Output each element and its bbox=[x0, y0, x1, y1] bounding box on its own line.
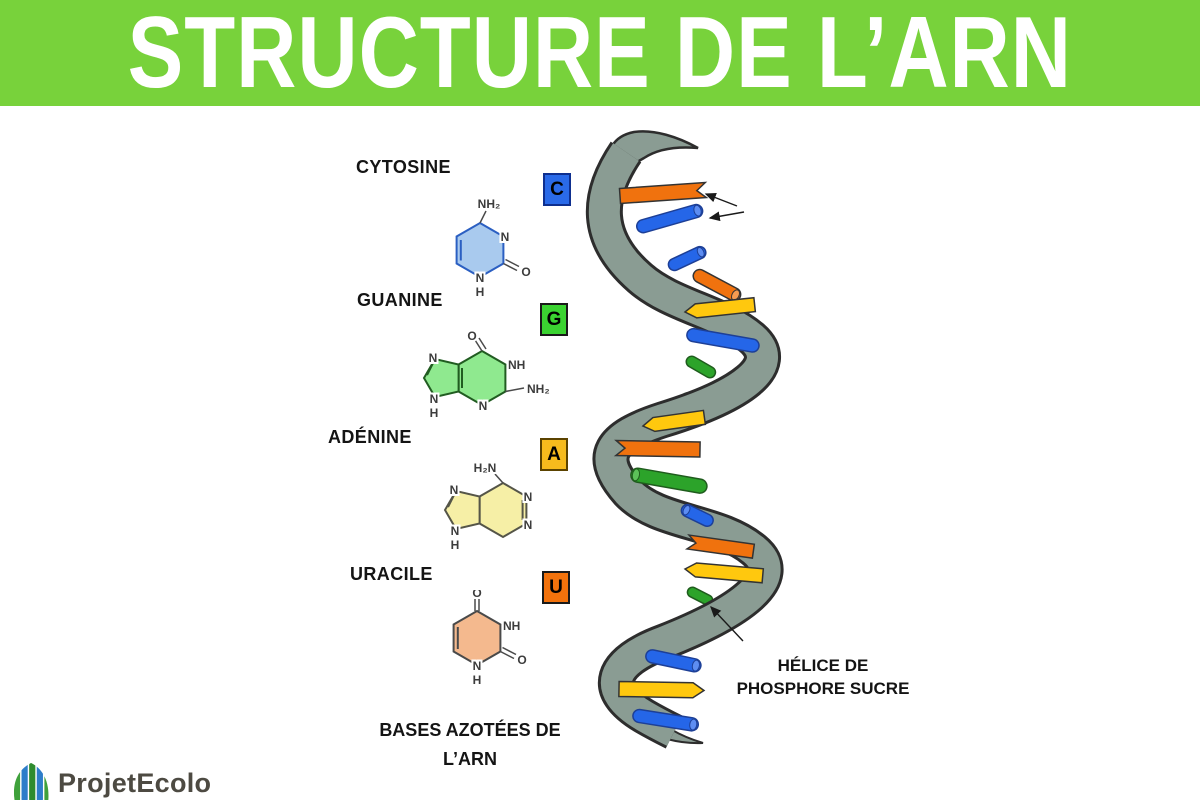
atom-label: N bbox=[479, 399, 488, 413]
helix-bar-yellow bbox=[618, 680, 706, 699]
atom-label: N bbox=[524, 490, 533, 504]
helix-bar-blue bbox=[645, 649, 702, 673]
atom-label: H bbox=[430, 406, 439, 420]
atom-label: O bbox=[517, 653, 526, 667]
atom-label: N bbox=[450, 483, 459, 497]
atom-label: O bbox=[521, 265, 530, 279]
helix-label-line1: HÉLICE DE bbox=[777, 656, 869, 675]
atom-label: NH₂ bbox=[478, 197, 501, 211]
base-badge-g: G bbox=[540, 303, 568, 336]
helix-bar-blue bbox=[635, 203, 704, 234]
atom-label: N bbox=[429, 351, 438, 365]
helix-bar-blue bbox=[667, 245, 707, 272]
helix-bar-blue bbox=[686, 327, 760, 353]
base-label-adenine: ADÉNINE bbox=[328, 427, 412, 447]
nitrogen-bases-caption: BASES AZOTÉES DE L’ARN bbox=[359, 716, 581, 774]
base-badge-a: A bbox=[540, 438, 568, 471]
page-title: STRUCTURE DE L’ARN bbox=[127, 0, 1073, 110]
atom-label: N bbox=[451, 524, 460, 538]
atom-label: O bbox=[472, 590, 481, 600]
adenine-structure-diagram: H₂N N N N N H bbox=[443, 459, 534, 554]
atom-label: H₂N bbox=[474, 461, 497, 475]
helix-bar-orange bbox=[613, 439, 701, 458]
helix-bar-green bbox=[630, 467, 708, 494]
base-badge-c: C bbox=[543, 173, 571, 206]
atom-label: NH bbox=[508, 358, 525, 372]
phosphate-sugar-helix-label: HÉLICE DE PHOSPHORE SUCRE bbox=[723, 654, 923, 700]
logo-text: ProjetEcolo bbox=[58, 768, 212, 798]
atom-label: O bbox=[467, 330, 476, 343]
atom-label: N bbox=[524, 518, 533, 532]
arrow-to-base-bar bbox=[704, 192, 738, 207]
atom-label: N bbox=[476, 271, 485, 285]
guanine-structure-diagram: O NH NH₂ N N N H bbox=[422, 330, 552, 422]
uracil-structure-diagram: O NH O N H bbox=[452, 590, 529, 689]
helix-bar-orange bbox=[684, 534, 756, 559]
atom-label: N bbox=[430, 392, 439, 406]
base-label-uracile: URACILE bbox=[350, 564, 433, 584]
rna-helix-illustration bbox=[585, 130, 784, 749]
atom-label: NH₂ bbox=[527, 382, 550, 396]
leaf-icon bbox=[13, 762, 49, 800]
helix-bar-green-small bbox=[685, 355, 717, 379]
atom-label: H bbox=[476, 285, 485, 299]
caption-line2: L’ARN bbox=[443, 749, 497, 769]
helix-bar-yellow bbox=[683, 562, 765, 584]
helix-bar-blue bbox=[632, 708, 700, 732]
atom-label: NH bbox=[503, 619, 520, 633]
helix-bar-yellow bbox=[641, 409, 707, 433]
header-banner: STRUCTURE DE L’ARN bbox=[0, 0, 1200, 109]
helix-label-line2: PHOSPHORE SUCRE bbox=[736, 679, 910, 698]
helix-bar-orange bbox=[618, 181, 709, 205]
helix-bar-yellow bbox=[683, 296, 757, 319]
atom-label: N bbox=[473, 659, 482, 673]
atom-label: H bbox=[451, 538, 460, 552]
sugar-phosphate-ribbon bbox=[588, 143, 781, 746]
arrow-to-ribbon bbox=[710, 605, 744, 642]
atom-label: N bbox=[501, 230, 510, 244]
atom-label: H bbox=[473, 673, 482, 687]
arrow-to-base-bar bbox=[708, 211, 745, 222]
projetecolo-logo: ProjetEcolo bbox=[12, 762, 211, 800]
base-badge-u: U bbox=[542, 571, 570, 604]
cytosine-structure-diagram: NH₂ N O N H bbox=[455, 195, 533, 301]
base-label-cytosine: CYTOSINE bbox=[356, 157, 451, 177]
base-label-guanine: GUANINE bbox=[357, 290, 443, 310]
helix-bar-orange bbox=[692, 268, 742, 302]
helix-bar-blue bbox=[680, 503, 714, 528]
caption-line1: BASES AZOTÉES DE bbox=[379, 720, 561, 740]
